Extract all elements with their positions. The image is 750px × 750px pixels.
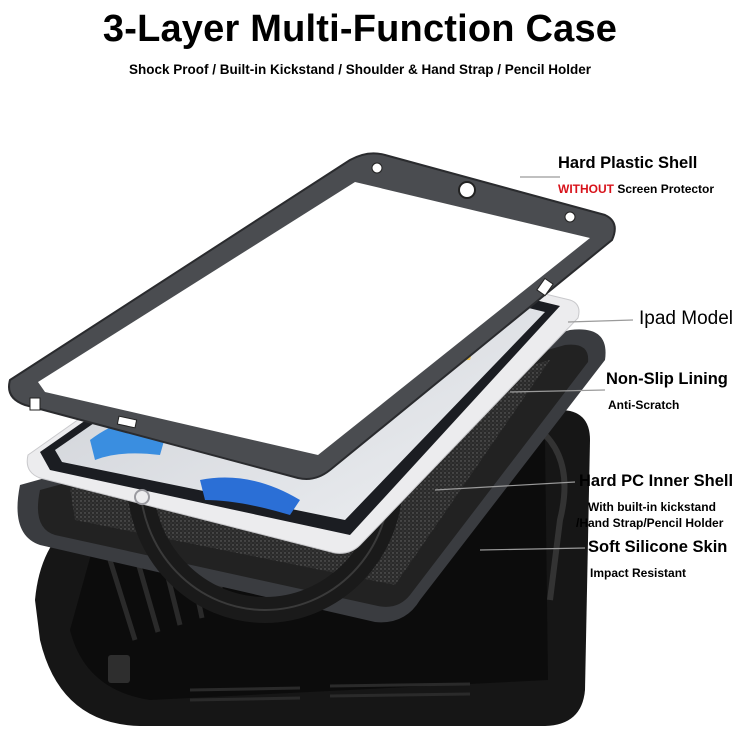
hard-shell-layer [8, 152, 616, 480]
silicone-skin-label: Soft Silicone Skin [588, 538, 728, 556]
ipad-model-label: Ipad Model [639, 308, 734, 329]
silicone-skin-note: Impact Resistant [590, 566, 687, 580]
hard-shell-label: Hard Plastic Shell [558, 154, 698, 172]
inner-shell-note-line2: /Hand Strap/Pencil Holder [576, 516, 724, 530]
page-subtitle: Shock Proof / Built-in Kickstand / Shoul… [128, 62, 592, 77]
warning-word: WITHOUT [558, 182, 614, 196]
inner-shell-note-line1: With built-in kickstand [588, 500, 716, 514]
non-slip-lining-label: Non-Slip Lining [606, 370, 728, 388]
page-title: 3-Layer Multi-Function Case [102, 8, 618, 50]
inner-shell-label: Hard PC Inner Shell [579, 472, 734, 490]
hard-shell-note-rest: Screen Protector [614, 182, 715, 196]
leader-lines [434, 176, 634, 551]
non-slip-lining-note: Anti-Scratch [608, 398, 680, 412]
hard-shell-note: WITHOUT Screen Protector [558, 182, 714, 196]
